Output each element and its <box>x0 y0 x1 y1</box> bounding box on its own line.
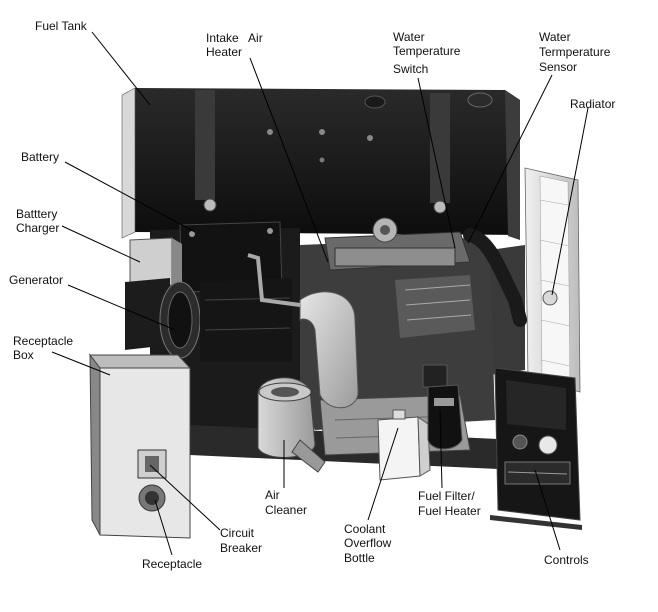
label-battery-charger-line1: Batttery <box>16 207 58 221</box>
label-water-temp-switch-line1: Water <box>393 30 425 44</box>
label-air-cleaner-line2: Cleaner <box>265 503 308 517</box>
leader-water-temperature-sensor <box>467 74 553 244</box>
coolant-overflow-bottle <box>377 409 431 481</box>
radiator-hose <box>463 228 527 327</box>
label-receptacle-box-line2: Box <box>13 348 34 362</box>
label-radiator: Radiator <box>570 97 616 111</box>
label-controls: Controls <box>544 553 589 567</box>
leader-water-temperature-switch <box>417 77 456 249</box>
label-receptacle-box-line1: Receptacle <box>13 334 74 348</box>
fuel-tank <box>121 87 520 240</box>
leader-battery-charger <box>61 225 141 263</box>
label-coolant-bottle-line2: Overflow <box>344 536 392 550</box>
label-water-temp-switch-line2: Temperature <box>393 44 461 58</box>
label-water-temp-sensor-line3: Sensor <box>539 60 578 74</box>
label-water-temp-sensor-line2: Termperature <box>539 45 611 59</box>
intake-pipe <box>247 253 359 409</box>
radiator <box>524 167 581 393</box>
leader-fuel-filter <box>439 409 443 489</box>
label-water-temp-sensor-line1: Water <box>539 30 571 44</box>
leader-battery <box>64 161 196 233</box>
label-fuel-tank: Fuel Tank <box>35 19 87 33</box>
leader-receptacle-box <box>51 351 111 376</box>
label-water-temp-switch-line3: Switch <box>393 62 429 76</box>
battery-charger <box>129 237 182 290</box>
controls-panel <box>490 367 582 530</box>
label-coolant-bottle-line3: Bottle <box>344 551 375 565</box>
leader-fuel-tank <box>91 31 151 106</box>
leader-generator <box>67 284 176 331</box>
label-fuel-filter-line1: Fuel Filter/ <box>418 489 475 503</box>
label-circuit-breaker-line2: Breaker <box>220 541 263 555</box>
leader-controls <box>534 469 561 551</box>
leader-coolant-overflow-bottle <box>367 427 399 521</box>
leader-lines <box>51 31 589 556</box>
label-battery-charger-line2: Charger <box>16 221 60 235</box>
label-intake-air-heater-line2: Heater <box>206 45 243 59</box>
leader-circuit-breaker <box>149 464 221 531</box>
leader-intake-air-heater <box>249 57 329 263</box>
air-cleaner <box>257 377 326 473</box>
label-intake-air-heater-line1: Intake Air <box>206 31 263 45</box>
fuel-filter <box>422 364 463 450</box>
receptacle-box <box>88 353 192 539</box>
leader-radiator <box>551 107 589 296</box>
label-air-cleaner-line1: Air <box>265 488 280 502</box>
label-fuel-filter-line2: Fuel Heater <box>418 504 481 518</box>
label-coolant-bottle-line1: Coolant <box>344 522 386 536</box>
label-receptacle: Receptacle <box>142 557 203 571</box>
label-generator: Generator <box>9 273 64 287</box>
leader-receptacle <box>154 499 173 556</box>
label-circuit-breaker-line1: Circuit <box>220 526 255 540</box>
label-battery: Battery <box>21 150 60 164</box>
